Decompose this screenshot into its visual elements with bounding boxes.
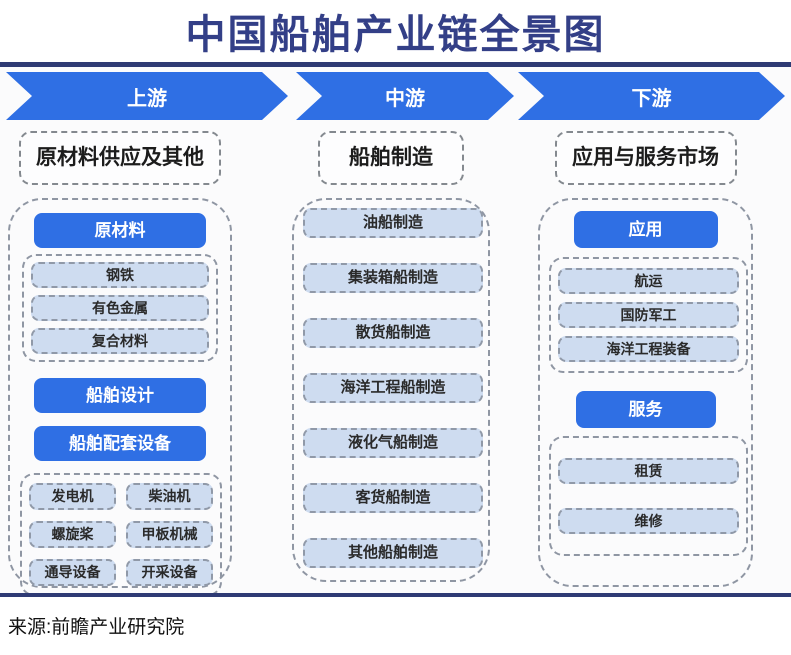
item-offshore-equipment: 海洋工程装备 (558, 336, 739, 362)
item-composite-material: 复合材料 (31, 328, 209, 354)
upstream-column: 原材料供应及其他 原材料 钢铁 有色金属 复合材料 船舶设计 船舶配套设备 发电… (8, 131, 232, 596)
item-nav-comm-equipment: 通导设备 (29, 559, 116, 586)
midstream-heading: 船舶制造 (318, 131, 464, 185)
downstream-container: 应用 航运 国防军工 海洋工程装备 服务 租赁 维修 (538, 198, 753, 587)
top-divider (0, 62, 791, 67)
item-container-ship: 集装箱船制造 (303, 263, 483, 293)
upstream-heading: 原材料供应及其他 (19, 131, 221, 185)
item-lng-ship: 液化气船制造 (303, 428, 483, 458)
item-mining-equipment: 开采设备 (126, 559, 213, 586)
stage-arrow-downstream-label: 下游 (631, 87, 672, 110)
midstream-column: 船舶制造 油船制造 集装箱船制造 散货船制造 海洋工程船制造 液化气船制造 客货… (292, 131, 490, 582)
item-generator: 发电机 (29, 483, 116, 510)
item-deck-machinery: 甲板机械 (126, 521, 213, 548)
item-other-ships: 其他船舶制造 (303, 538, 483, 568)
raw-materials-header: 原材料 (34, 213, 206, 248)
item-oil-tanker: 油船制造 (303, 208, 483, 238)
item-diesel-engine: 柴油机 (126, 483, 213, 510)
downstream-heading: 应用与服务市场 (554, 131, 737, 185)
content-band: 上游 中游 下游 原材料供应及其他 原材料 钢铁 有色金属 复合材料 船舶设计 … (0, 67, 791, 596)
ship-equipment-header: 船舶配套设备 (34, 426, 206, 461)
bottom-divider (0, 593, 791, 597)
item-defense-military: 国防军工 (558, 302, 739, 328)
midstream-container: 油船制造 集装箱船制造 散货船制造 海洋工程船制造 液化气船制造 客货船制造 其… (292, 198, 490, 582)
item-steel: 钢铁 (31, 262, 209, 288)
stage-arrow-midstream-label: 中游 (385, 87, 425, 110)
item-leasing: 租赁 (558, 458, 739, 484)
stage-arrow-midstream: 中游 (296, 72, 514, 120)
item-propeller: 螺旋桨 (29, 521, 116, 548)
stage-arrow-upstream-label: 上游 (127, 87, 167, 110)
service-group: 租赁 维修 (549, 436, 748, 556)
ship-equipment-group: 发电机 柴油机 螺旋桨 甲板机械 通导设备 开采设备 (20, 473, 222, 596)
item-bulk-carrier: 散货船制造 (303, 318, 483, 348)
stage-arrow-downstream: 下游 (518, 72, 785, 120)
application-header: 应用 (573, 211, 718, 248)
application-group: 航运 国防军工 海洋工程装备 (549, 257, 748, 373)
item-maintenance: 维修 (558, 508, 739, 534)
upstream-container: 原材料 钢铁 有色金属 复合材料 船舶设计 船舶配套设备 发电机 柴油机 螺旋桨… (8, 198, 232, 596)
item-nonferrous-metal: 有色金属 (31, 295, 209, 321)
downstream-column: 应用与服务市场 应用 航运 国防军工 海洋工程装备 服务 租赁 维修 (538, 131, 753, 587)
ship-design-header: 船舶设计 (34, 378, 206, 413)
item-shipping: 航运 (558, 268, 739, 294)
stage-arrow-upstream: 上游 (6, 72, 288, 120)
raw-materials-group: 钢铁 有色金属 复合材料 (22, 254, 218, 362)
item-offshore-engineering-ship: 海洋工程船制造 (303, 373, 483, 403)
item-passenger-cargo-ship: 客货船制造 (303, 483, 483, 513)
service-header: 服务 (575, 391, 716, 428)
source-note: 来源:前瞻产业研究院 (8, 617, 185, 638)
page-title: 中国船舶产业链全景图 (185, 13, 606, 57)
